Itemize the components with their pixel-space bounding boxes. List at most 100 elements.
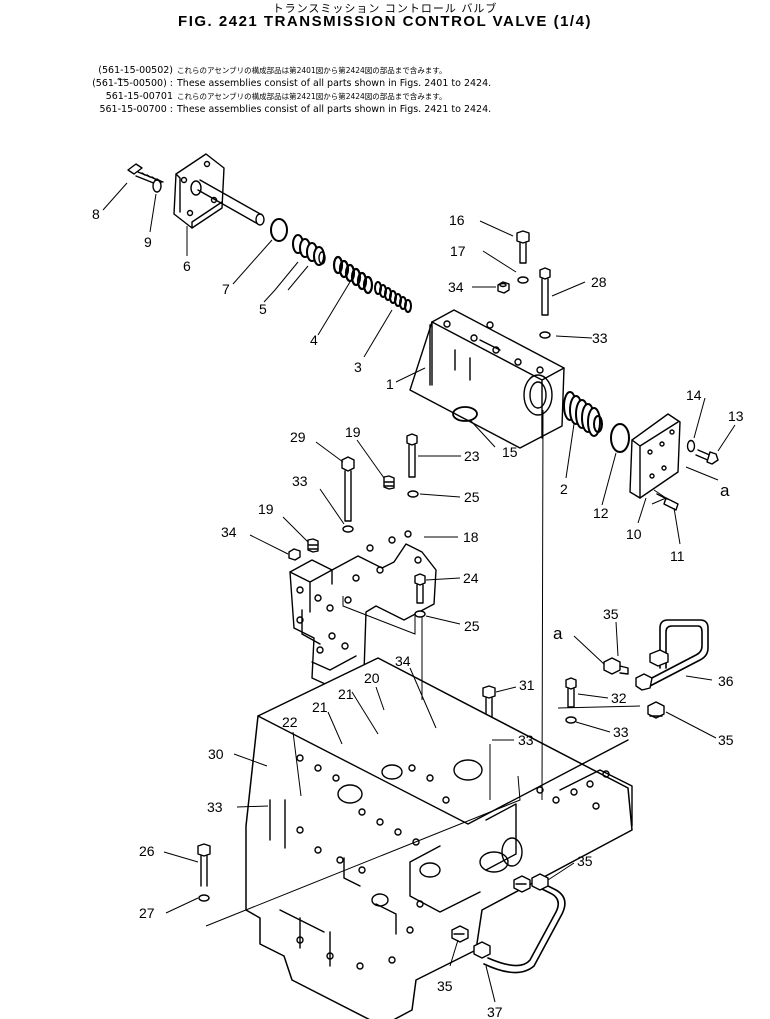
callout-17: 17 [450,243,466,259]
nut-34 [288,548,301,561]
cover-plate-10 [629,413,681,499]
callout-33: 33 [592,330,608,346]
note-text: これらのアセンブリの構成部品は第2401図から第2424図の部品まで含みます。 [177,66,447,75]
callout-33: 33 [518,732,534,748]
callout-31: 31 [519,677,535,693]
callout-20: 20 [364,670,380,686]
bolt-13 [695,449,719,465]
callout-34: 34 [395,653,411,669]
callout-36: 36 [718,673,734,689]
callout-12: 12 [593,505,609,521]
pipe-36 [635,619,709,691]
note-part-number: 561-15-00701 [105,91,173,102]
note-text: These assemblies consist of all parts sh… [177,104,492,115]
callout-11: 11 [670,548,685,564]
callout-32: 32 [611,690,627,706]
bolt-16 [516,230,530,264]
washer-25 [414,610,426,618]
nut-34 [497,281,510,294]
washer-27 [198,894,210,902]
callout-19: 19 [258,501,274,517]
plug-11 [656,493,679,511]
o-ring-7 [270,218,288,242]
callout-10: 10 [626,526,642,542]
callout-13: 13 [728,408,744,424]
o-ring-12 [610,423,630,453]
spring-4 [332,255,374,295]
valve-body-1 [409,309,565,449]
bolt-32 [565,677,577,708]
callout-34: 34 [221,524,237,540]
callout-35: 35 [577,853,593,869]
callout-29: 29 [290,429,306,445]
o-ring-15 [452,406,478,422]
fitting-35 [647,701,665,719]
note-text: これらのアセンブリの構成部品は第2421図から第2424図の部品まで含みます。 [177,92,447,101]
callout-27: 27 [139,905,155,921]
callout-8: 8 [92,206,100,222]
callout-3: 3 [354,359,362,375]
callout-6: 6 [183,258,191,274]
washer-33 [342,525,354,533]
bolt-26 [197,843,211,887]
callout-4: 4 [310,332,318,348]
callout-33: 33 [292,473,308,489]
assembly-notes: (561-15-00502) これらのアセンブリの構成部品は第2401図から第2… [60,64,491,116]
callout-21: 21 [338,686,354,702]
callout-35: 35 [718,732,734,748]
japanese-title: トランスミッション コントロール バルブ [272,2,498,15]
callout-22: 22 [282,714,298,730]
pipe-37 [473,873,566,974]
callout-23: 23 [464,448,480,464]
bolt-28 [539,267,551,316]
callout-21: 21 [312,699,328,715]
note-row: 561-15-00700 : These assemblies consist … [60,103,491,116]
callout-9: 9 [144,234,152,250]
callout-34: 34 [448,279,464,295]
note-part-number: 561-15-00700 : [99,104,173,115]
spool-5 [292,234,326,266]
figure-title: FIG. 2421 TRANSMISSION CONTROL VALVE (1/… [178,13,592,30]
fitting-35 [451,925,469,943]
note-text: These assemblies consist of all parts sh… [177,78,492,89]
washer-9 [152,179,162,193]
note-row: 561-15-00701 これらのアセンブリの構成部品は第2421図から第242… [60,90,491,103]
spring-3 [374,281,412,313]
callout-30: 30 [208,746,224,762]
callout-14: 14 [686,387,702,403]
tube [197,179,265,226]
callout-33: 33 [613,724,629,740]
callout-7: 7 [222,281,230,297]
washer-33 [565,716,577,724]
washer-17 [517,276,529,284]
bolt-29 [341,456,355,522]
callout-16: 16 [449,212,465,228]
callout-1: 1 [386,376,394,392]
notes-connector: 〜 [117,75,125,84]
plug-19 [307,538,319,553]
callout-18: 18 [463,529,479,545]
plate-18 [289,530,437,689]
callout-15: 15 [502,444,518,460]
bolt-24 [414,573,426,604]
note-part-number: (561-15-00500) : [92,78,173,89]
fitting-35 [513,875,531,893]
washer-33 [539,331,551,339]
main-valve-body [245,657,633,1019]
callout-25: 25 [464,489,480,505]
callout-37: 37 [487,1004,503,1019]
plug-19 [383,475,395,490]
callout-2: 2 [560,481,568,497]
washer-25 [407,490,419,498]
note-row: (561-15-00502) これらのアセンブリの構成部品は第2401図から第2… [60,64,491,77]
note-row: (561-15-00500) : These assemblies consis… [60,77,491,90]
callout-28: 28 [591,274,607,290]
callout-33: 33 [207,799,223,815]
callout-35: 35 [437,978,453,994]
callout-a: a [553,624,563,643]
leader-lines [102,182,736,1003]
spool-2 [563,391,603,437]
callouts: 8 9 6 7 5 4 3 16 17 34 28 33 1 15 14 13 … [92,206,744,1019]
callout-26: 26 [139,843,155,859]
